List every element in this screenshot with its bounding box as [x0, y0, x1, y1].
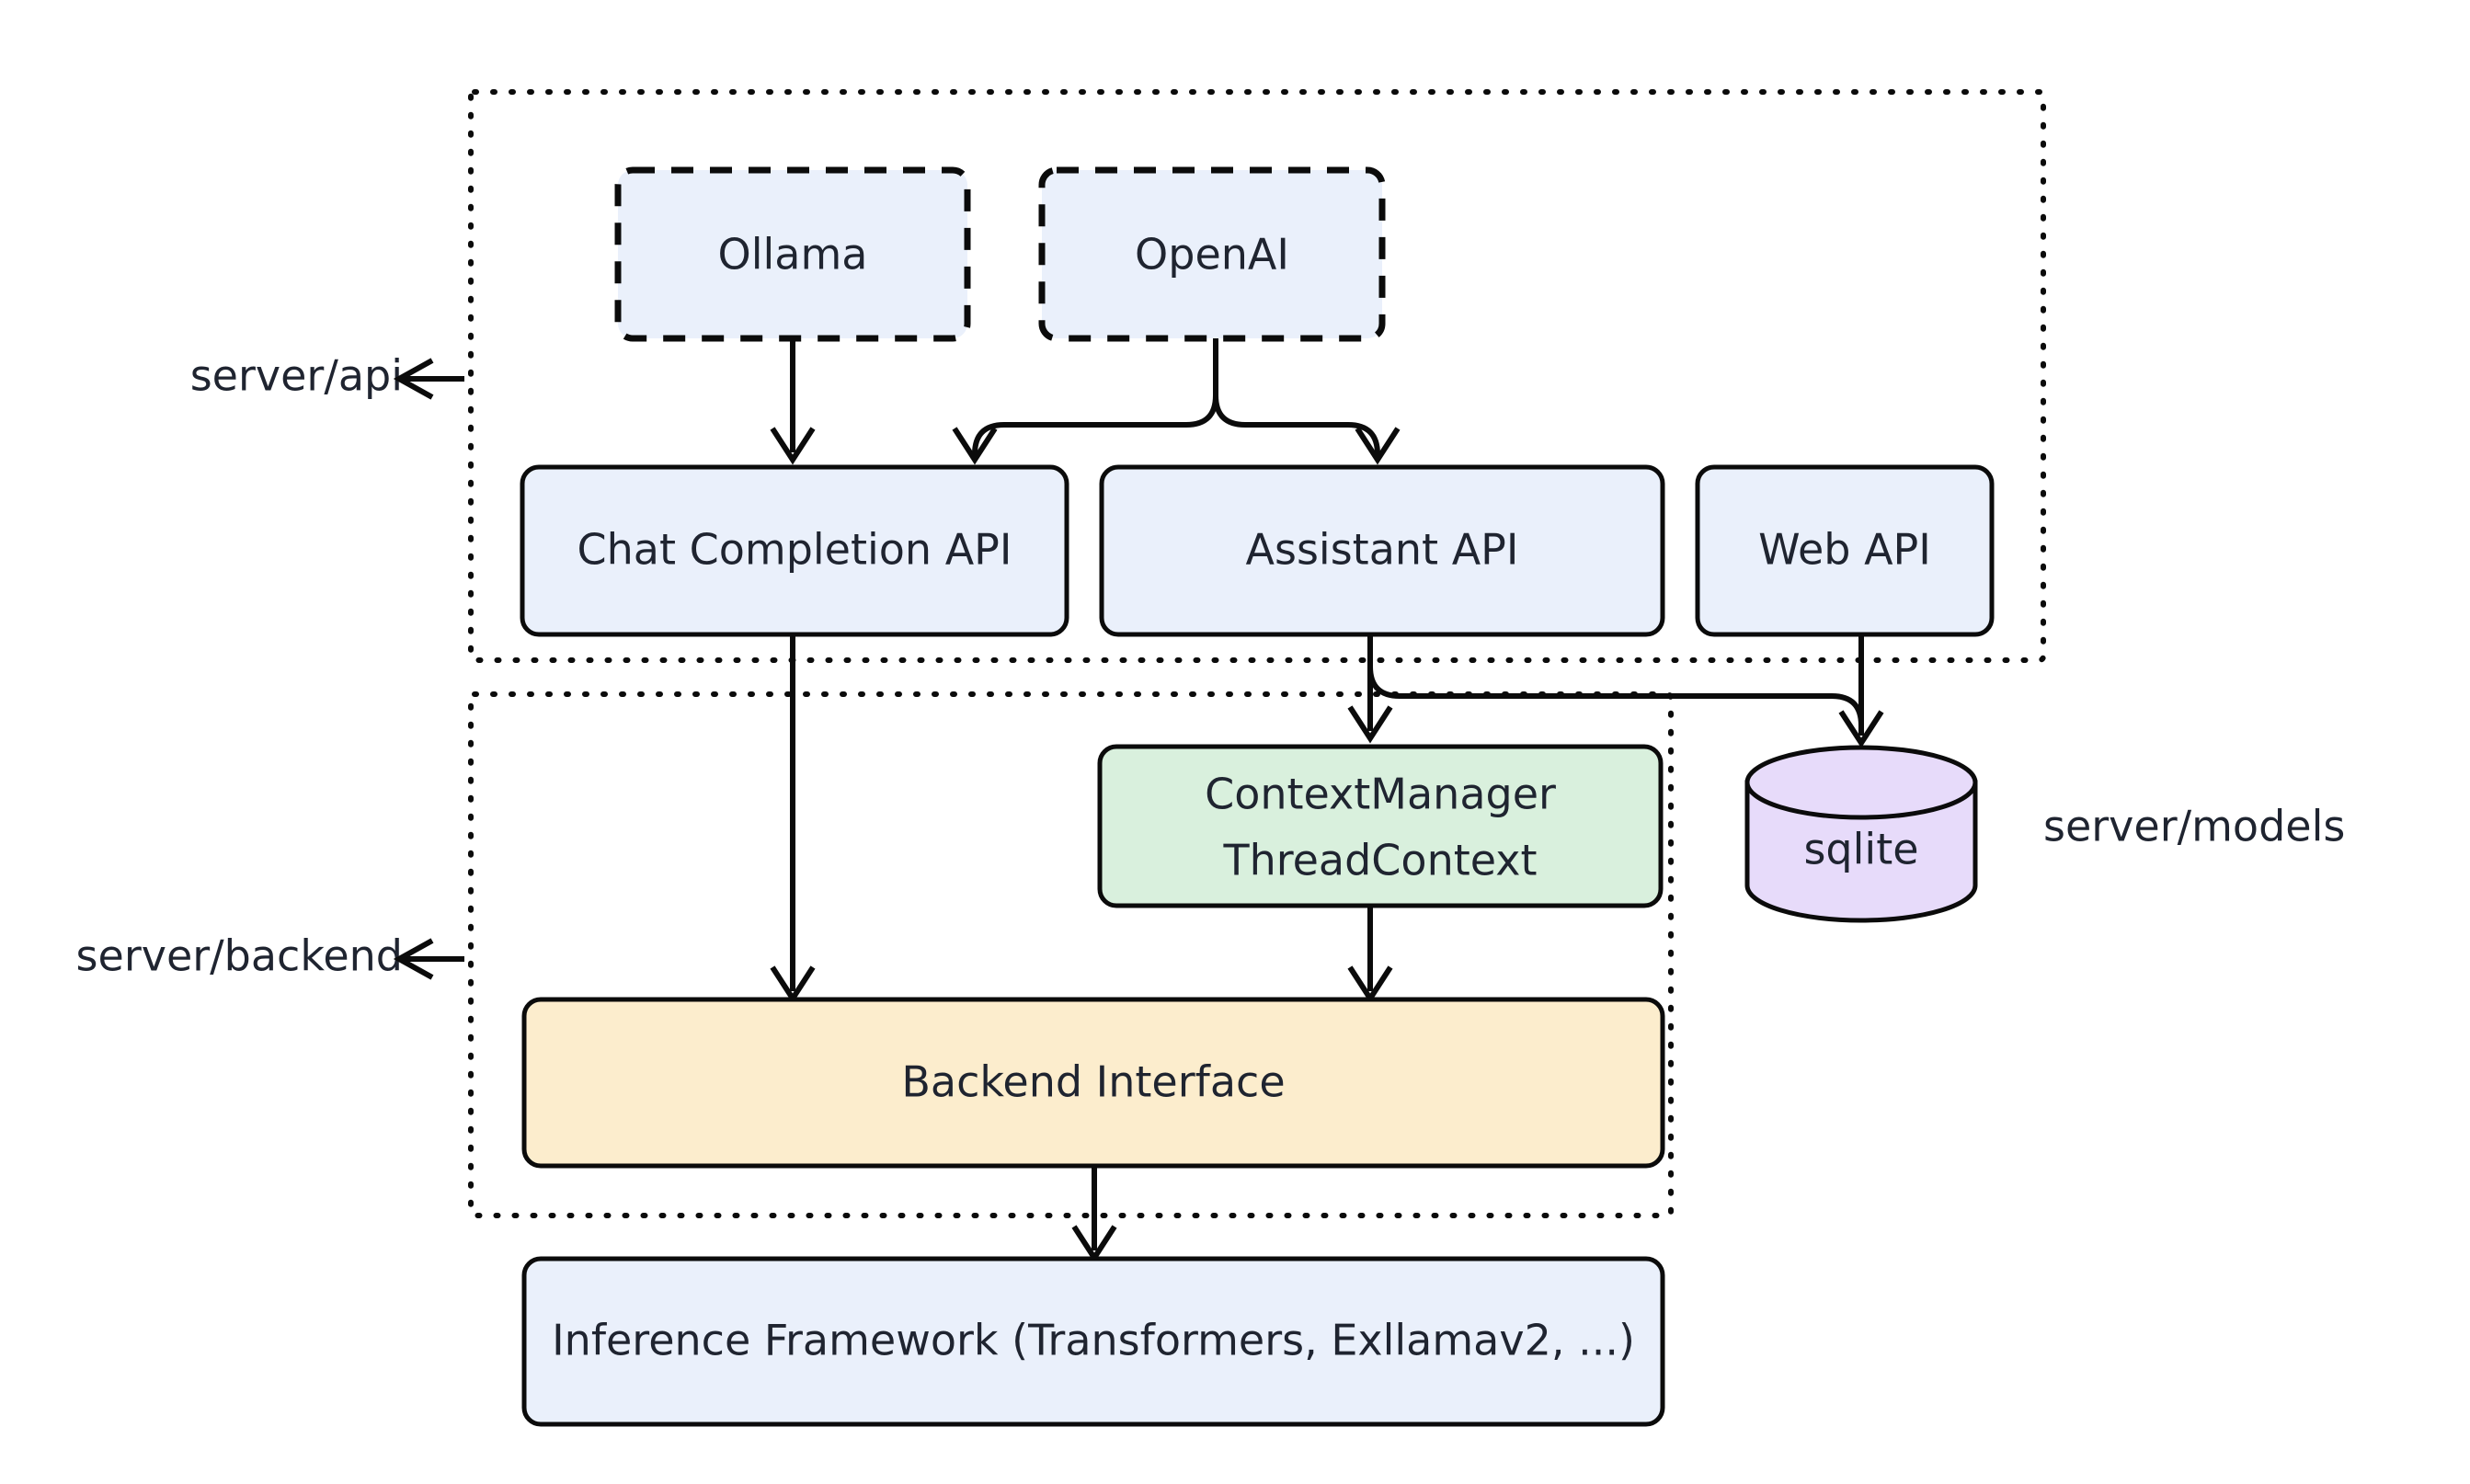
edge-ollama-to-chat-completion-api: [770, 338, 816, 465]
node-sqlite-label: sqlite: [1803, 825, 1918, 874]
group-label-server-api: server/api: [190, 351, 464, 401]
node-backend-interface[interactable]: Backend Interface: [521, 997, 1665, 1169]
node-chat-completion-api-shape: [520, 464, 1069, 637]
node-context-manager-label-line1: ContextManager: [1205, 770, 1556, 819]
node-context-manager[interactable]: ContextManager ThreadContext: [1097, 744, 1664, 908]
node-sqlite[interactable]: sqlite: [1744, 745, 1978, 923]
edge-context-manager-to-backend-interface: [1347, 906, 1393, 1004]
edge-web-api-to-sqlite: [1838, 634, 1884, 748]
node-inference-framework-shape: [521, 1256, 1665, 1427]
node-backend-interface-label: Backend Interface: [901, 1057, 1285, 1107]
group-label-server-backend-text: server/backend: [76, 931, 403, 981]
node-context-manager-shape: [1097, 744, 1664, 908]
node-openai-label: OpenAI: [1135, 230, 1289, 280]
group-container-server-api: [468, 89, 2046, 663]
group-label-server-backend: server/backend: [76, 931, 464, 981]
node-assistant-api-label: Assistant API: [1246, 525, 1519, 575]
node-web-api[interactable]: Web API: [1695, 464, 1995, 637]
edge-openai-to-chat-completion-api: [952, 338, 1218, 465]
node-ollama[interactable]: Ollama: [614, 166, 971, 342]
group-label-server-api-text: server/api: [190, 351, 403, 401]
node-ollama-label: Ollama: [718, 230, 868, 280]
node-backend-interface-shape: [521, 997, 1665, 1169]
node-ollama-shape: [614, 166, 971, 342]
group-container-server-backend: [468, 691, 1674, 1218]
node-sqlite-body: [1744, 780, 1978, 923]
node-sqlite-top-ellipse: [1744, 745, 1978, 820]
group-label-server-models-text: server/models: [2043, 802, 2345, 851]
node-inference-framework[interactable]: Inference Framework (Transformers, Exlla…: [521, 1256, 1665, 1427]
node-assistant-api[interactable]: Assistant API: [1099, 464, 1665, 637]
node-openai-shape: [1038, 166, 1386, 342]
edge-openai-to-assistant-api: [1213, 338, 1401, 465]
node-chat-completion-api-label: Chat Completion API: [577, 525, 1012, 575]
node-web-api-label: Web API: [1758, 525, 1931, 575]
edge-backend-interface-to-inference-framework: [1071, 1166, 1117, 1263]
node-inference-framework-label: Inference Framework (Transformers, Exlla…: [552, 1316, 1635, 1365]
node-context-manager-label-line2: ThreadContext: [1222, 836, 1537, 885]
group-label-server-models: server/models: [2043, 802, 2345, 851]
node-openai[interactable]: OpenAI: [1038, 166, 1386, 342]
node-assistant-api-shape: [1099, 464, 1665, 637]
node-web-api-shape: [1695, 464, 1995, 637]
edge-assistant-api-to-sqlite: [1367, 634, 1864, 736]
edge-chat-completion-api-to-backend-interface: [770, 634, 816, 1004]
node-chat-completion-api[interactable]: Chat Completion API: [520, 464, 1069, 637]
